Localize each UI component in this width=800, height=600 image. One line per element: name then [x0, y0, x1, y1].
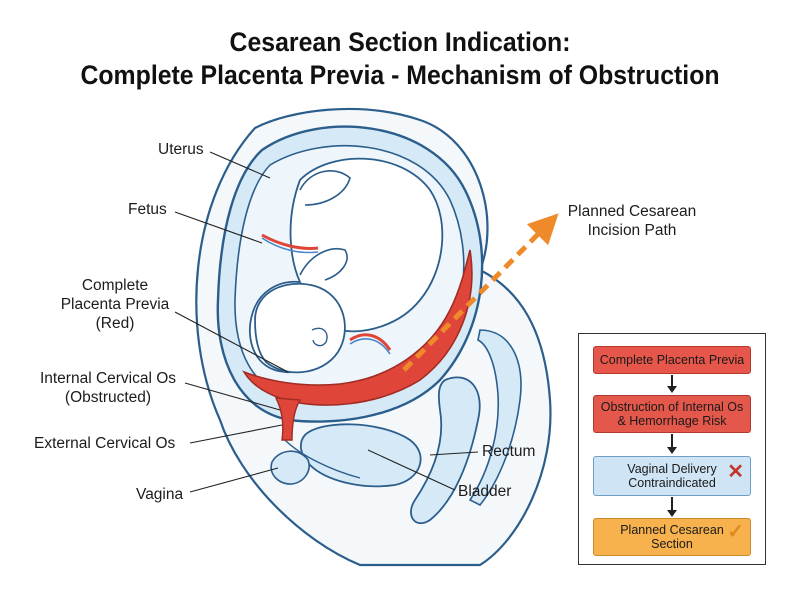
- incision-path-arrow: [402, 213, 559, 372]
- leader-uterus: [209, 151, 271, 179]
- leader-vagina: [189, 467, 279, 493]
- leader-rectum: [429, 451, 479, 456]
- flow-step-planned-cesarean: Planned Cesarean Section ✓: [593, 518, 751, 556]
- leader-fetus: [174, 211, 263, 244]
- leader-bladder: [367, 449, 456, 491]
- label-external-os: External Cervical Os: [34, 435, 176, 452]
- leader-external-os: [189, 424, 283, 444]
- rectum-shape: [410, 376, 481, 525]
- flow-arrow-1: [667, 375, 677, 393]
- fetus-ear: [311, 327, 328, 347]
- page-title: Cesarean Section Indication: Complete Pl…: [32, 26, 768, 92]
- umbilical-cord-2: [261, 237, 319, 254]
- vagina-shape: [270, 450, 310, 485]
- flow-arrow-2: [667, 434, 677, 454]
- sacrum-shape: [468, 329, 522, 507]
- label-internal-os: Internal Cervical Os (Obstructed): [39, 370, 177, 406]
- title-line-1: Cesarean Section Indication:: [229, 27, 571, 57]
- label-vagina: Vagina: [136, 486, 184, 503]
- fetus-arm: [299, 248, 348, 281]
- cervix: [274, 397, 302, 441]
- umbilical-cord-4: [349, 338, 391, 355]
- fetus-head: [254, 282, 346, 374]
- placenta: [242, 249, 473, 406]
- label-uterus: Uterus: [158, 141, 204, 158]
- vaginal-canal: [284, 439, 361, 479]
- flow-step-placenta-previa: Complete Placenta Previa: [593, 346, 751, 374]
- check-icon: ✓: [727, 521, 744, 543]
- label-rectum: Rectum: [482, 443, 536, 460]
- umbilical-cord: [261, 233, 319, 250]
- label-fetus: Fetus: [128, 201, 167, 218]
- label-incision-path: Planned Cesarean Incision Path: [567, 203, 697, 239]
- cross-icon: ✕: [727, 461, 744, 483]
- umbilical-cord-3: [349, 333, 392, 351]
- flowchart-panel: Complete Placenta Previa Obstruction of …: [578, 333, 766, 565]
- flow-arrow-3: [667, 497, 677, 517]
- title-line-2: Complete Placenta Previa - Mechanism of …: [80, 60, 720, 90]
- fetus-leg: [299, 170, 351, 206]
- label-placenta: Complete Placenta Previa (Red): [60, 277, 170, 332]
- flow-step-vaginal-contraindicated: Vaginal Delivery Contraindicated ✕: [593, 456, 751, 496]
- leader-internal-os: [184, 382, 281, 411]
- leader-placenta: [174, 311, 289, 373]
- flow-step-obstruction: Obstruction of Internal Os & Hemorrhage …: [593, 395, 751, 433]
- label-bladder: Bladder: [458, 483, 512, 500]
